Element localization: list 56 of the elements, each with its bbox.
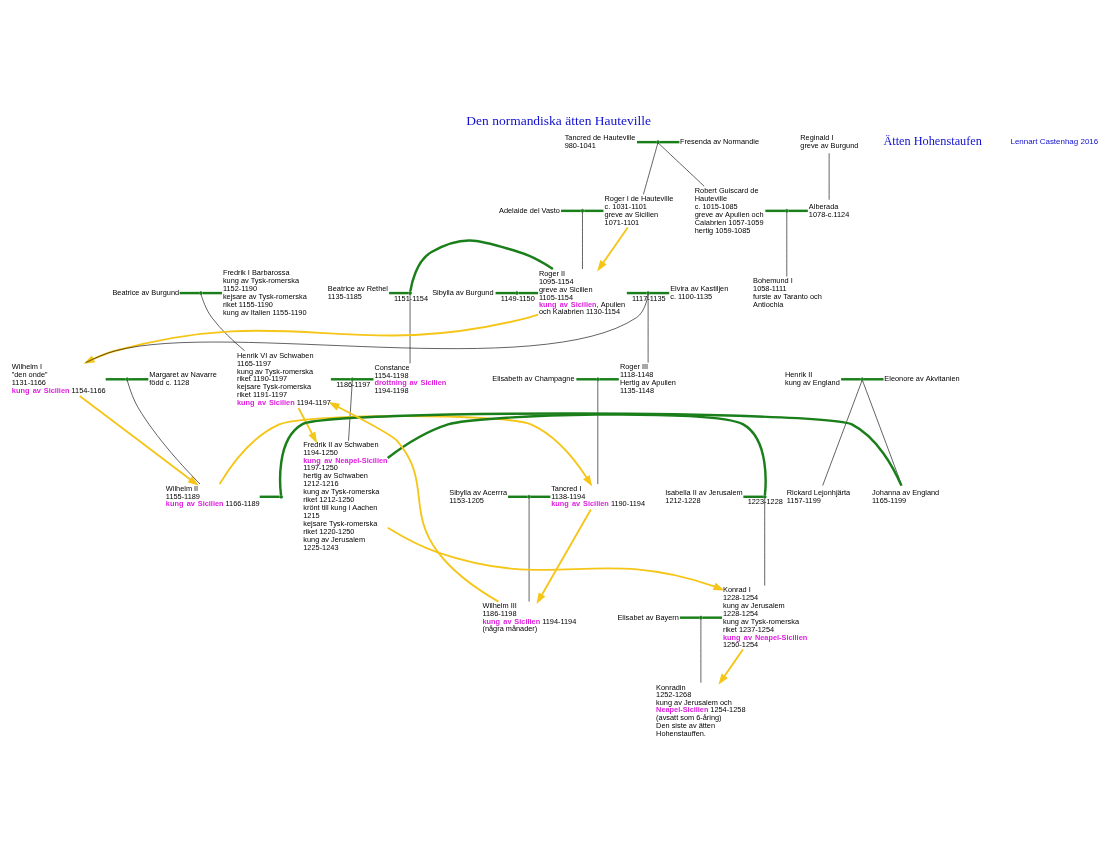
- arrow: [386, 526, 725, 591]
- connector: [105, 378, 126, 381]
- node-bar: [198, 291, 203, 295]
- connector: [637, 140, 657, 144]
- arrow: [78, 395, 199, 486]
- label: Ätten Hohenstaufen: [883, 134, 982, 149]
- arrow: [536, 508, 592, 605]
- connector: [200, 294, 245, 351]
- connector: [584, 209, 604, 213]
- node-bar: [514, 291, 519, 295]
- connector: [386, 413, 767, 496]
- node-bar: [408, 291, 412, 295]
- arrow: [597, 226, 629, 272]
- connector: [353, 378, 374, 381]
- connector: [863, 378, 884, 381]
- node-bar: [762, 494, 767, 499]
- connector: [389, 291, 409, 295]
- connector: [530, 495, 551, 498]
- connector: [626, 291, 647, 295]
- diagram-title: Den normandiska ätten Hauteville: [466, 112, 651, 128]
- connector: [561, 209, 581, 213]
- node-bar: [595, 377, 600, 382]
- node-bar: [527, 494, 531, 499]
- connector: [278, 412, 903, 496]
- connector: [649, 291, 670, 295]
- connector: [599, 378, 619, 381]
- connector: [576, 378, 597, 381]
- node-bar: [279, 494, 284, 499]
- connector: [743, 495, 764, 498]
- connector: [518, 291, 539, 295]
- node-bar: [125, 377, 130, 382]
- node-bar: [784, 209, 789, 213]
- connector: [330, 378, 351, 381]
- node-bar: [699, 615, 703, 620]
- connector: [128, 378, 149, 381]
- connector: [508, 495, 528, 498]
- connector: [659, 140, 680, 144]
- connector: [179, 291, 200, 295]
- connector: [679, 616, 700, 619]
- connector: [702, 616, 723, 619]
- connector: [259, 495, 280, 498]
- node-bar: [350, 377, 355, 382]
- connector: [765, 209, 786, 213]
- connector: [202, 291, 222, 295]
- connector: [409, 239, 554, 292]
- arrow: [297, 407, 318, 444]
- node-bar: [646, 291, 650, 295]
- connector: [647, 294, 649, 363]
- connector: [495, 291, 516, 295]
- arrow: [718, 648, 744, 685]
- node-bar: [860, 377, 865, 382]
- connector: [788, 209, 808, 213]
- connector: [841, 378, 861, 381]
- node-bar: [580, 209, 585, 213]
- arrow: [328, 402, 500, 603]
- node-bar: [656, 140, 660, 144]
